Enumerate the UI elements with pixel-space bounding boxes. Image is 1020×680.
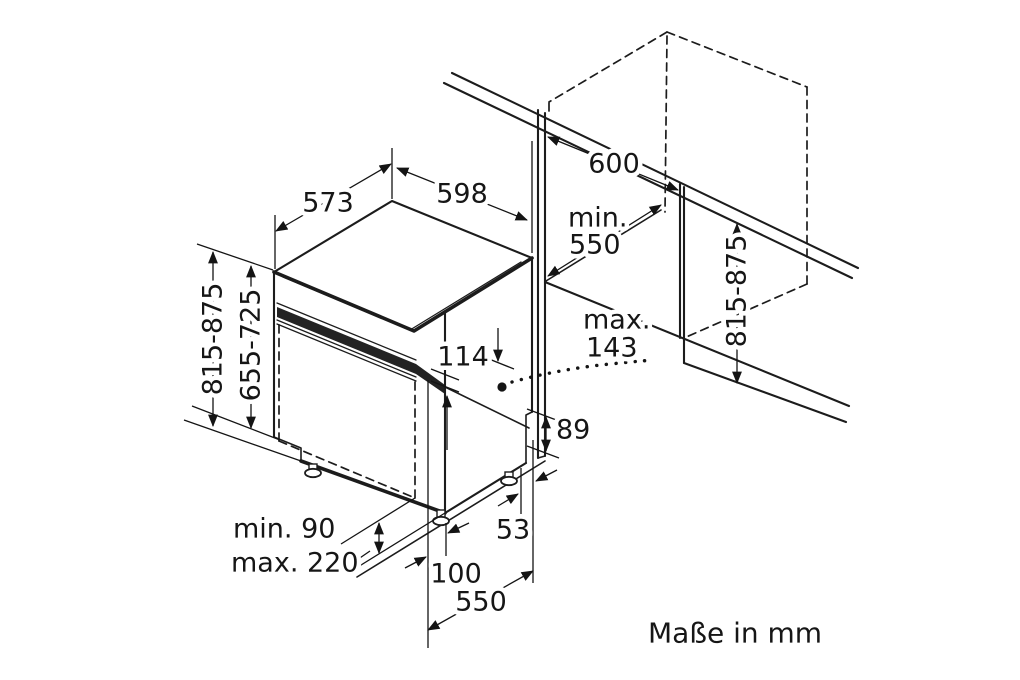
label-width: 598 [436, 179, 488, 210]
label-panel-top-value: 143 [586, 333, 638, 364]
dim-niche-depth [547, 204, 662, 277]
units-note: Maße in mm [648, 617, 822, 650]
dim-control-panel-height [430, 328, 515, 450]
niche-outline [545, 31, 808, 365]
label-front-foot-setback: 100 [430, 559, 482, 590]
dim-appliance-heights [183, 243, 302, 462]
dim-top-depth [274, 148, 393, 269]
dim-niche-width [547, 136, 679, 191]
label-appliance-height: 815-875 [198, 283, 229, 396]
label-niche-depth-value: 550 [569, 230, 621, 261]
dim-plinth-height [340, 497, 446, 571]
label-door-panel-height: 655-725 [236, 289, 267, 402]
label-base-depth: 550 [455, 587, 507, 618]
dim-panel-top-leader [497, 358, 652, 392]
label-rear-recess: 89 [556, 415, 590, 446]
label-plinth-max: max. 220 [231, 548, 359, 579]
dim-base-setbacks [404, 380, 558, 648]
dim-width [396, 141, 533, 253]
label-niche-width: 600 [588, 149, 640, 180]
label-niche-height: 815-875 [722, 235, 753, 348]
label-niche-depth-prefix: min. [568, 203, 628, 234]
label-control-panel-height: 114 [437, 342, 489, 373]
adjustable-feet [304, 463, 518, 527]
cabinet-side-panel [536, 108, 547, 460]
dim-rear-recess [526, 408, 560, 459]
label-rear-foot-setback: 53 [496, 515, 530, 546]
dishwasher-body [272, 199, 534, 527]
furniture-door-outline [278, 324, 416, 499]
label-plinth-min: min. 90 [233, 514, 335, 545]
control-panel-stripe [277, 307, 416, 374]
label-panel-top-prefix: max. [583, 305, 650, 336]
label-top-depth: 573 [302, 188, 354, 219]
